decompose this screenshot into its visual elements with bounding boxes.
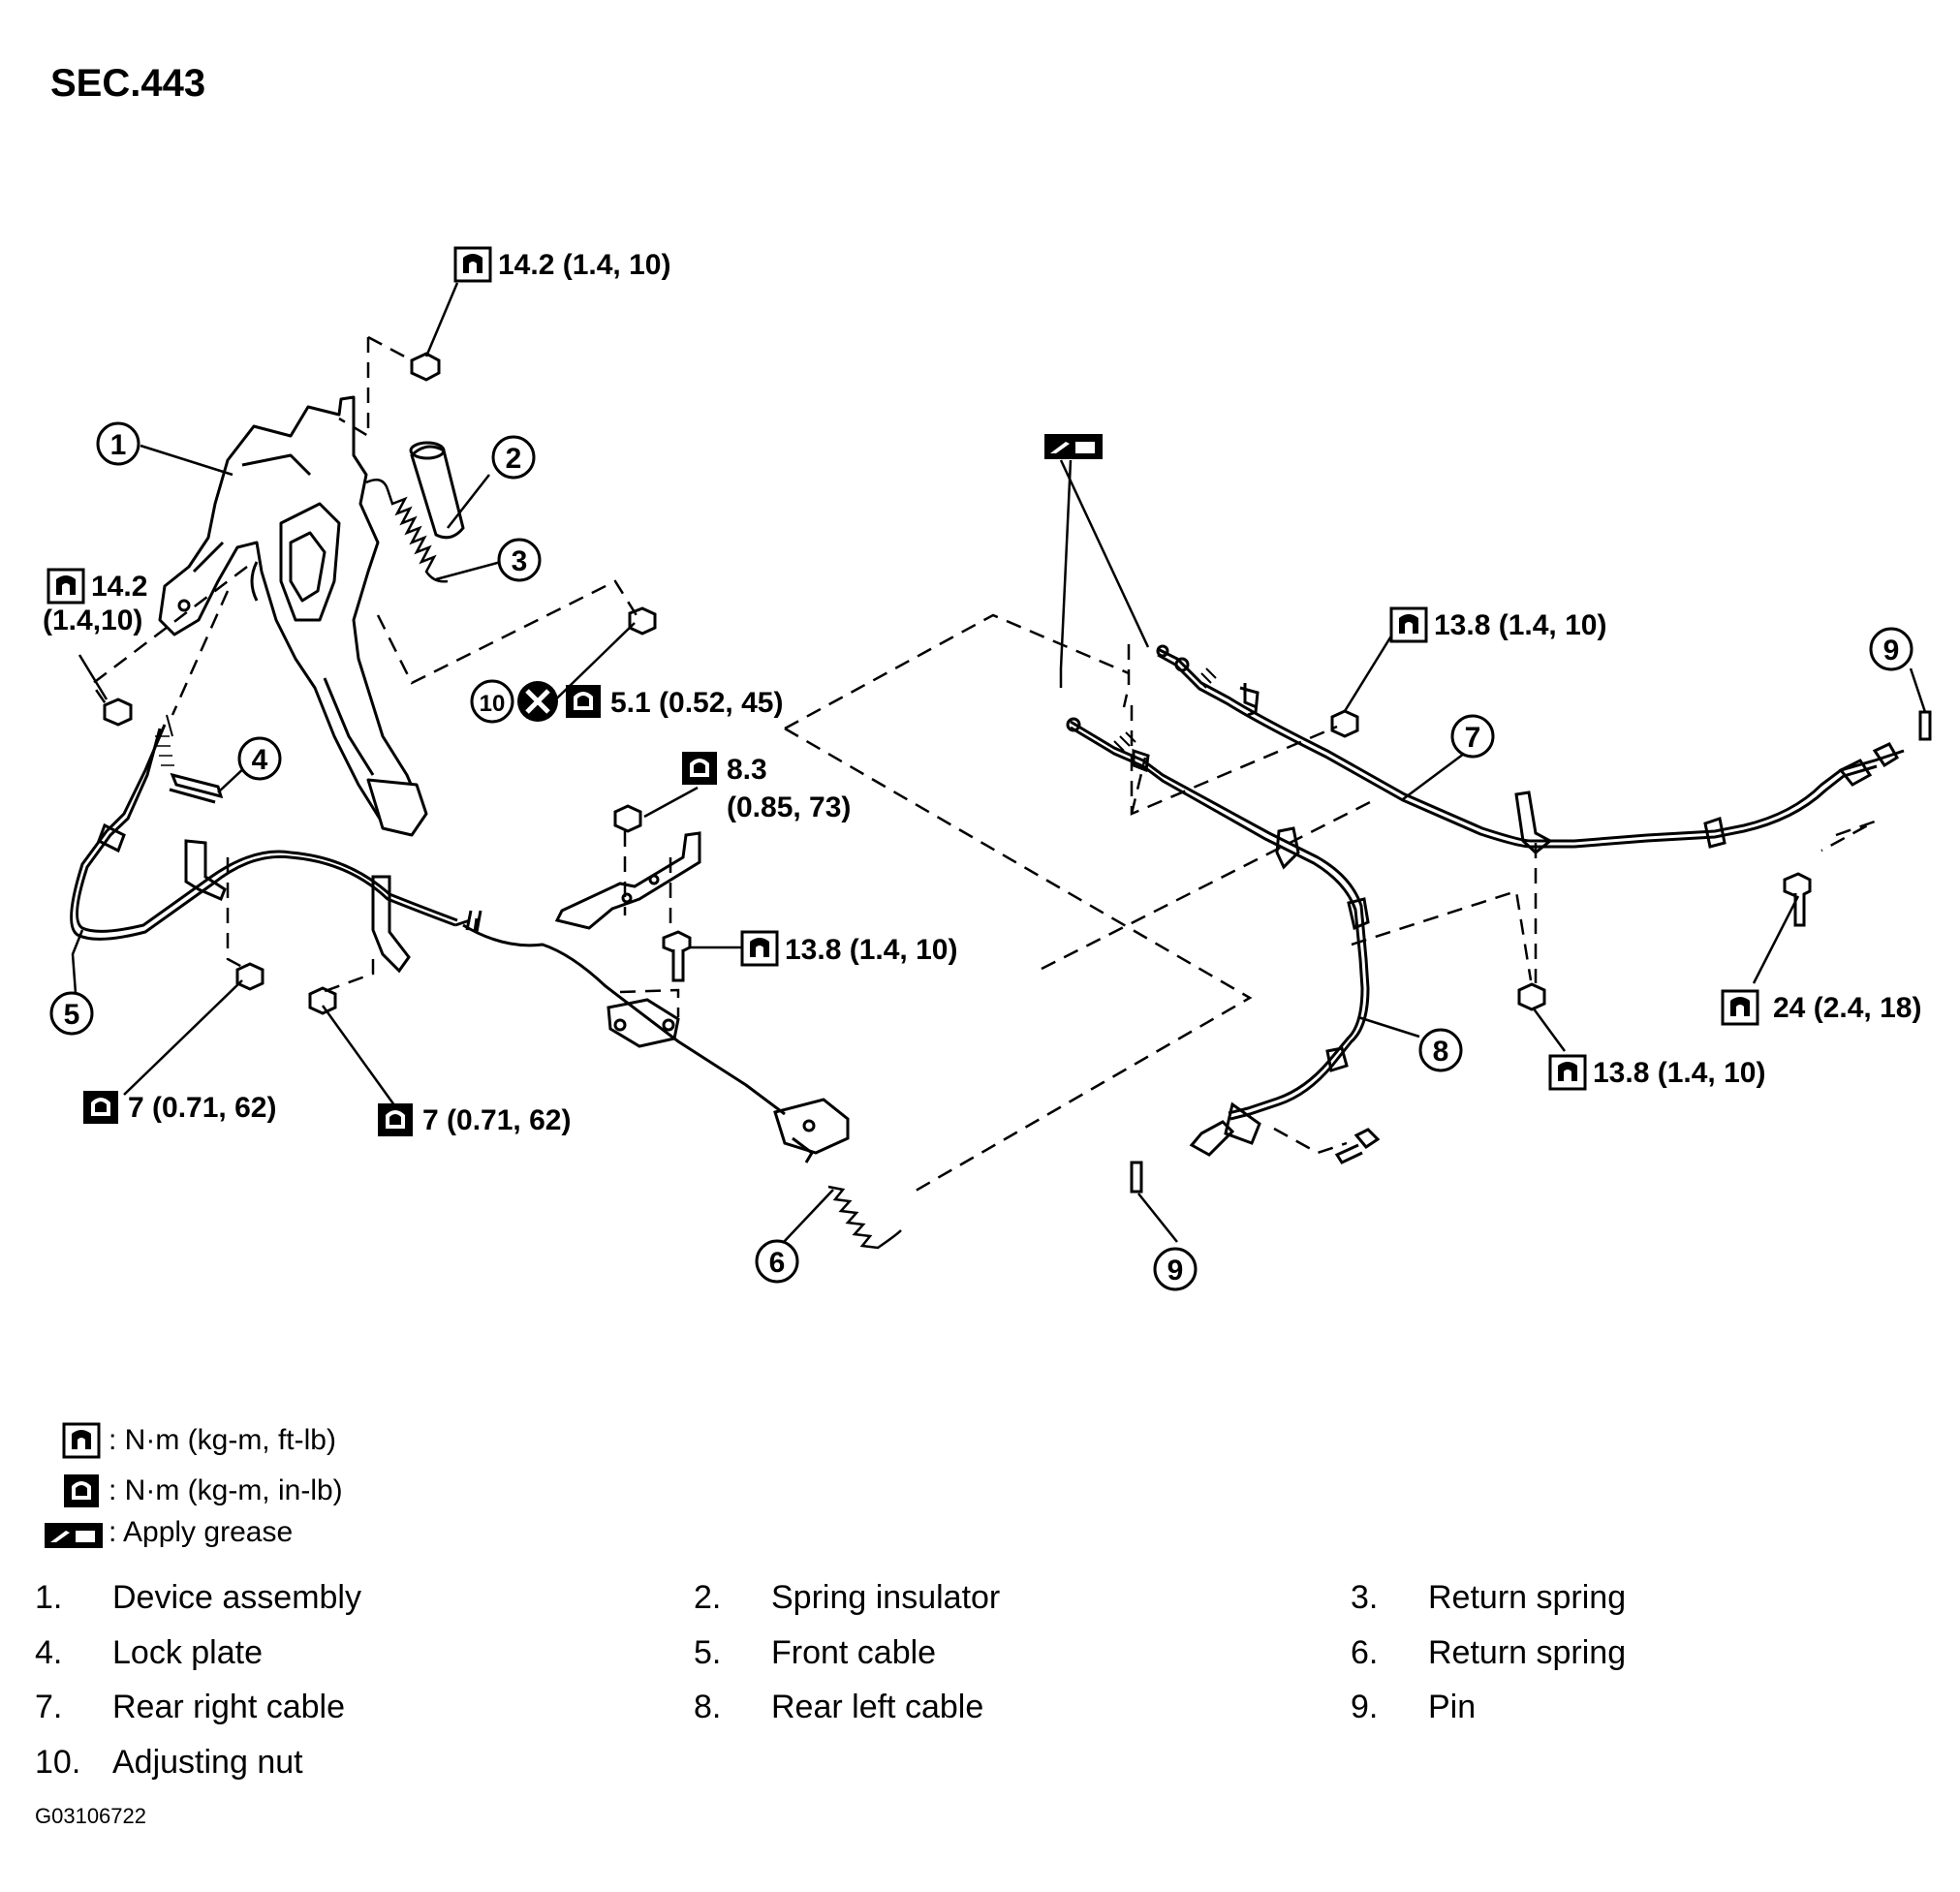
part-2: 2.Spring insulator <box>694 1579 1001 1616</box>
torque-t8: 13.8 (1.4, 10) <box>1434 609 1606 641</box>
svg-text:3: 3 <box>512 545 528 577</box>
return-spring-6 <box>827 1185 902 1250</box>
replace-icon <box>517 681 558 722</box>
svg-text:5: 5 <box>64 999 80 1031</box>
section-title: SEC.443 <box>50 62 206 105</box>
return-spring-3 <box>365 478 449 583</box>
legend-torque-ftlb: : N·m (kg-m, ft-lb) <box>109 1424 336 1456</box>
svg-text:6: 6 <box>769 1247 786 1279</box>
part-7: 7.Rear right cable <box>35 1689 346 1725</box>
fasteners <box>103 352 1812 1164</box>
dashed-guides <box>90 335 1876 1195</box>
bracket-plate <box>554 831 701 930</box>
part-8: 8.Rear left cable <box>694 1689 984 1725</box>
torque-t2a: 14.2 <box>91 571 147 603</box>
torque-t1: 14.2 (1.4, 10) <box>498 249 670 281</box>
torque-t9: 24 (2.4, 18) <box>1773 992 1921 1024</box>
legend-symbols <box>45 1422 103 1548</box>
pins <box>1130 710 1932 1194</box>
callout-4: 4 <box>237 736 282 781</box>
figure-id: G03106722 <box>35 1804 146 1828</box>
part-1: 1.Device assembly <box>35 1579 361 1616</box>
torque-t2b: (1.4,10) <box>43 605 142 636</box>
callout-1: 1 <box>96 421 140 466</box>
torque-t4b: (0.85, 73) <box>727 791 851 823</box>
svg-text:1: 1 <box>110 429 127 461</box>
front-cable <box>70 714 850 1163</box>
callout-3: 3 <box>497 538 542 582</box>
torque-t10: 13.8 (1.4, 10) <box>1593 1057 1765 1089</box>
callout-numbers: 1 2 3 4 5 6 7 8 9 9 10 <box>49 421 1913 1291</box>
callout-7: 7 <box>1450 714 1495 759</box>
callout-10: 10 <box>470 679 514 724</box>
svg-text:9: 9 <box>1883 635 1900 667</box>
svg-text:8: 8 <box>1433 1036 1449 1068</box>
legend-torque-inlb: : N·m (kg-m, in-lb) <box>109 1474 343 1506</box>
torque-callouts: 14.2 (1.4, 10) 14.2 (1.4,10) 5.1 (0.52, … <box>43 246 1921 1136</box>
svg-text:2: 2 <box>506 443 522 475</box>
callout-9-right: 9 <box>1869 627 1913 671</box>
svg-text:7: 7 <box>1465 722 1481 754</box>
svg-text:9: 9 <box>1167 1255 1184 1287</box>
grease-icon <box>1044 434 1103 459</box>
callout-6: 6 <box>755 1239 799 1284</box>
callout-5: 5 <box>49 991 94 1036</box>
device-assembly <box>158 395 428 837</box>
callout-8: 8 <box>1418 1028 1463 1072</box>
part-6: 6.Return spring <box>1351 1634 1627 1671</box>
part-10: 10.Adjusting nut <box>35 1744 303 1781</box>
part-3: 3.Return spring <box>1351 1579 1627 1616</box>
svg-text:10: 10 <box>480 691 506 717</box>
part-4: 4.Lock plate <box>35 1634 263 1671</box>
spring-insulator <box>409 441 465 540</box>
torque-t6: 7 (0.71, 62) <box>128 1092 276 1124</box>
callout-9-left: 9 <box>1153 1247 1198 1291</box>
legend-grease: : Apply grease <box>109 1516 294 1548</box>
callout-2: 2 <box>491 435 536 480</box>
rear-right-cable <box>1156 644 1905 854</box>
lock-plate <box>169 772 224 804</box>
rear-left-cable <box>1066 717 1370 1157</box>
svg-text:4: 4 <box>252 744 268 776</box>
part-9: 9.Pin <box>1351 1689 1477 1725</box>
part-5: 5.Front cable <box>694 1634 937 1671</box>
torque-t7: 7 (0.71, 62) <box>422 1104 571 1136</box>
torque-t4a: 8.3 <box>727 754 767 786</box>
torque-t5: 13.8 (1.4, 10) <box>785 934 957 966</box>
leader-lines <box>71 282 1927 1244</box>
torque-t3: 5.1 (0.52, 45) <box>610 687 783 719</box>
